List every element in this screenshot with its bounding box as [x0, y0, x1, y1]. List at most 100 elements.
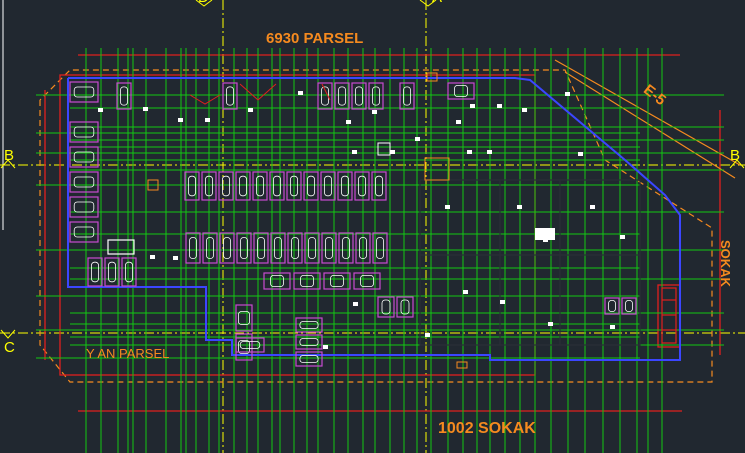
car-symbol [273, 175, 281, 197]
parking-stall [293, 272, 321, 290]
car-symbol [73, 176, 95, 188]
parking-stall [269, 171, 285, 201]
parking-stall [351, 82, 367, 110]
equipment-mark [445, 205, 450, 209]
car-symbol [341, 175, 349, 197]
car-symbol [274, 237, 282, 259]
parking-stall [236, 232, 252, 264]
parking-stall [235, 171, 251, 201]
site-boundary [39, 69, 713, 383]
car-symbol [240, 237, 248, 259]
equipment-mark [565, 92, 570, 96]
parking-stall [121, 257, 137, 287]
parking-stall [337, 171, 353, 201]
parking-stall [69, 146, 99, 168]
car-symbol [73, 86, 95, 98]
red-outlines [44, 54, 721, 412]
parking-stall [396, 296, 414, 318]
car-symbol [239, 341, 261, 349]
car-symbol [454, 85, 468, 98]
parking-stall [235, 337, 265, 353]
car-symbol [338, 86, 346, 106]
parking-stall [372, 232, 388, 264]
parking-stall [184, 171, 200, 201]
equipment-mark [150, 255, 155, 259]
grid-marker-top-d: D [198, 0, 209, 5]
car-symbol [372, 86, 380, 106]
car-symbol [270, 274, 284, 287]
parking-stall [69, 221, 99, 243]
car-symbol [360, 274, 374, 287]
parcel-top-label: 6930 PARSEL [266, 30, 364, 47]
car-symbol [290, 175, 298, 197]
equipment-mark [298, 91, 303, 95]
car-symbol [324, 175, 332, 197]
car-symbol [120, 86, 128, 106]
parking-stall [287, 232, 303, 264]
parking-stall [253, 232, 269, 264]
equipment-mark [463, 290, 468, 294]
car-symbol [400, 299, 410, 315]
grid-marker-left-c: C [4, 339, 15, 356]
equipment-mark [517, 205, 522, 209]
parking-stall [317, 82, 333, 110]
car-symbol [307, 175, 315, 197]
parking-stall [295, 351, 323, 367]
equipment-mark [610, 325, 615, 329]
parking-stall [219, 232, 235, 264]
equipment-mark [98, 108, 103, 112]
equipment-mark [467, 150, 472, 154]
parking-stall [202, 232, 218, 264]
car-symbol [108, 261, 116, 283]
parking-stall [69, 171, 99, 193]
parking-stall [218, 171, 234, 201]
street-bottom-label: 1002 SOKAK [438, 420, 536, 437]
car-symbol [342, 237, 350, 259]
equipment-mark [346, 120, 351, 124]
car-symbol [403, 86, 411, 106]
car-symbol [376, 237, 384, 259]
equipment-mark [548, 322, 553, 326]
equipment-block [535, 228, 555, 240]
parking-stall [235, 304, 253, 332]
street-right-vertical-label: SOKAK [718, 240, 733, 287]
parking-stall [87, 257, 103, 287]
parking-stall [604, 297, 620, 315]
equipment-mark [487, 150, 492, 154]
building-outline [67, 77, 681, 361]
grid-marker-left-b: B [4, 147, 15, 164]
car-symbol [188, 175, 196, 197]
parking-stall [323, 272, 351, 290]
equipment-mark [372, 110, 377, 114]
grid-marker-top-a: A [432, 0, 442, 5]
parking-stall [321, 232, 337, 264]
car-symbol [300, 274, 314, 287]
parking-stall [320, 171, 336, 201]
car-symbol [257, 237, 265, 259]
car-symbol [206, 237, 214, 259]
shaft-block [377, 142, 391, 156]
parking-stall [338, 232, 354, 264]
parking-stall [222, 82, 238, 110]
equipment-mark [143, 107, 148, 111]
car-symbol [299, 321, 319, 329]
parking-stall [286, 171, 302, 201]
stair-core [661, 287, 677, 344]
car-symbol [189, 237, 197, 259]
car-symbol [381, 299, 391, 315]
car-symbol [308, 237, 316, 259]
car-symbol [355, 86, 363, 106]
car-symbol [237, 311, 250, 325]
parking-stall [371, 171, 387, 201]
car-symbol [299, 338, 319, 346]
car-symbol [239, 175, 247, 197]
parking-stall [303, 171, 319, 201]
equipment-mark [497, 104, 502, 108]
parking-stall [252, 171, 268, 201]
equipment-mark [323, 345, 328, 349]
car-symbol [375, 175, 383, 197]
parking-stall [295, 317, 323, 333]
equipment-mark [500, 300, 505, 304]
car-symbol [299, 355, 319, 363]
